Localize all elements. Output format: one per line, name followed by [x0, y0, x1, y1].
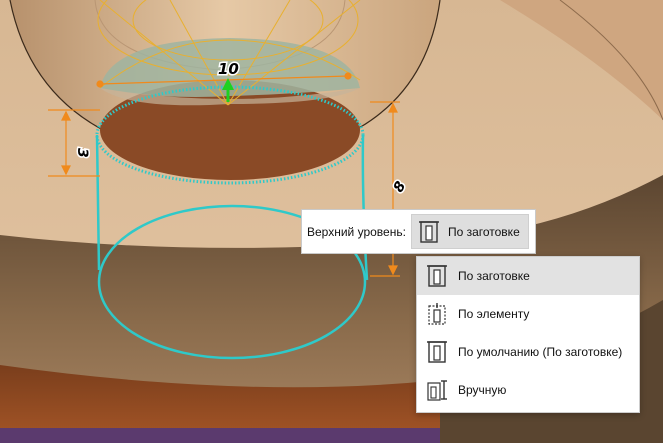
top-level-select[interactable]: По заготовке [410, 214, 529, 249]
dimension-lines [48, 72, 400, 277]
part-bottom-edge [0, 428, 440, 443]
top-level-selected-value: По заготовке [447, 224, 520, 239]
manual-level-icon [426, 378, 448, 402]
dimension-depth-left[interactable]: 3 [73, 147, 92, 160]
part-flange-face [500, 0, 663, 120]
menu-item-label: По заготовке [458, 269, 530, 283]
top-level-label: Верхний уровень: [307, 224, 406, 239]
part-flange-edge [559, 0, 663, 121]
dimension-diameter[interactable]: 10 [217, 59, 241, 80]
menu-item-element[interactable]: По элементу [417, 295, 639, 333]
top-level-dropdown: По заготовке По элементу По умолчанию (П… [416, 256, 640, 413]
preview-top-lower [100, 88, 360, 106]
default-level-icon [426, 340, 448, 364]
menu-item-label: Вручную [458, 383, 507, 397]
direction-arrow[interactable] [222, 78, 234, 102]
menu-item-manual[interactable]: Вручную [417, 371, 639, 409]
menu-item-label: По умолчанию (По заготовке) [458, 345, 623, 359]
sketch-geometry [97, 0, 361, 106]
blank-level-icon [426, 264, 448, 288]
part-lower-step [0, 365, 440, 443]
top-level-control: Верхний уровень: По заготовке [301, 209, 536, 254]
element-level-icon [426, 302, 448, 326]
hole-floor [100, 80, 360, 180]
menu-item-default[interactable]: По умолчанию (По заготовке) [417, 333, 639, 371]
blank-level-icon [418, 220, 440, 244]
menu-item-label: По элементу [458, 307, 530, 321]
menu-item-blank[interactable]: По заготовке [417, 257, 639, 295]
hole-preview [95, 85, 369, 360]
